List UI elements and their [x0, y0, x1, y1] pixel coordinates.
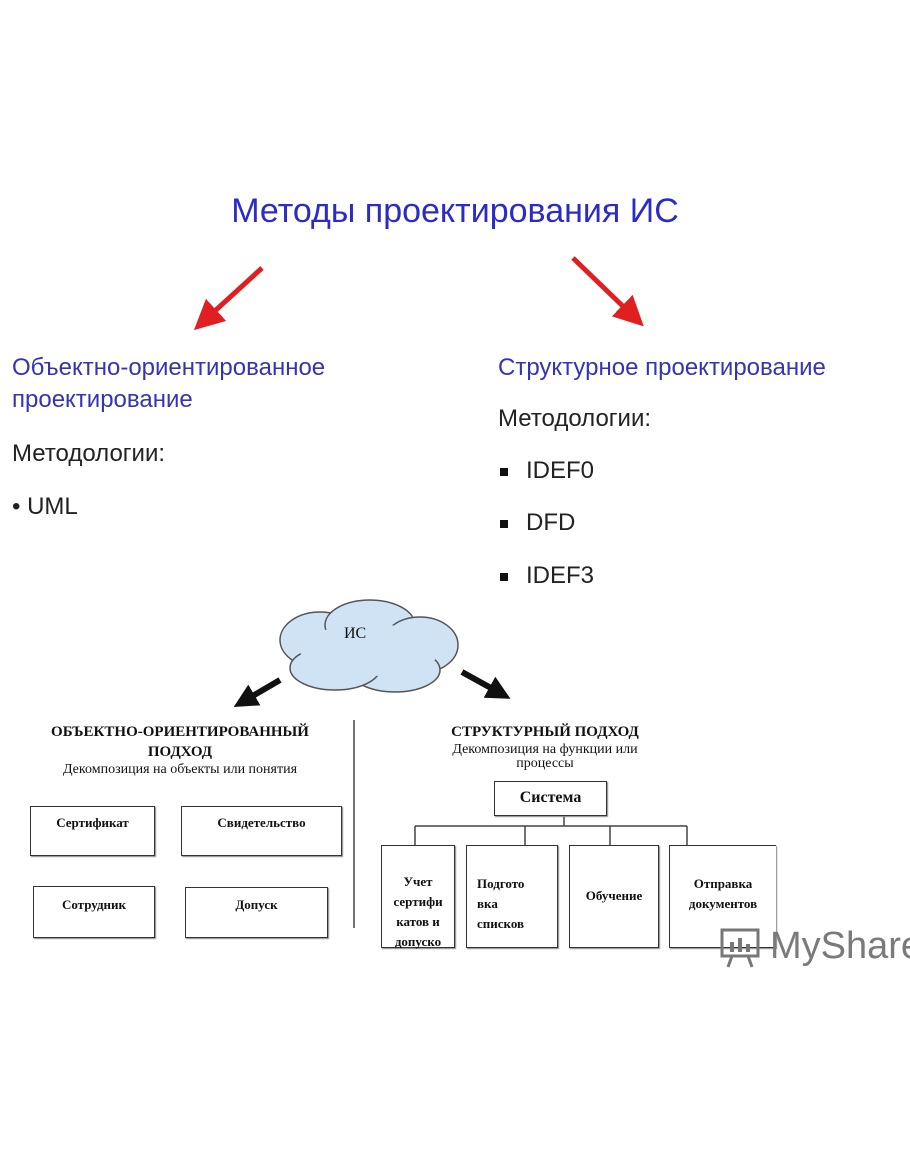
cloud-label: ИС: [344, 625, 367, 642]
structural-list-item: IDEF3: [500, 562, 594, 590]
structural-methodologies-label: Методологии:: [498, 405, 652, 432]
structural-list-item: DFD: [500, 509, 575, 537]
structural-design-heading: Структурное проектирование: [498, 354, 826, 381]
bullet-icon: [500, 519, 508, 528]
function-box: Учет сертифи катов и допуско: [381, 845, 455, 949]
structural-approach-subtitle-2: процессы: [516, 756, 574, 771]
oo-approach-subtitle: Декомпозиция на объекты или понятия: [62, 762, 298, 777]
oo-list-item: • UML: [12, 493, 78, 520]
bullet-icon: [500, 572, 508, 581]
object-box: Допуск: [185, 887, 328, 938]
function-box: Подгото вка списков: [466, 845, 558, 948]
oo-item-uml: UML: [27, 493, 78, 520]
oo-heading-line1: Объектно-ориентированное: [12, 354, 326, 381]
structural-approach-subtitle: Декомпозиция на функции или: [452, 742, 638, 757]
structural-approach-heading: СТРУКТУРНЫЙ ПОДХОД: [451, 724, 639, 740]
root-box: Система: [494, 781, 607, 816]
watermark: MyShare: [718, 925, 910, 968]
structural-list-item: IDEF0: [500, 457, 594, 485]
black-arrow-left: [233, 677, 282, 708]
function-box: Обучение: [569, 845, 659, 948]
tree-connectors: [414, 816, 688, 845]
bullet-icon: [500, 467, 508, 476]
red-arrow-right: [571, 256, 644, 327]
object-box: Сотрудник: [33, 886, 155, 938]
item-dfd: DFD: [526, 509, 576, 536]
oo-approach-heading-2: ПОДХОД: [147, 744, 213, 760]
presentation-logo-icon: [720, 928, 760, 968]
oo-heading-line2: проектирование: [12, 386, 193, 413]
black-arrow-right: [460, 669, 511, 699]
oo-approach: ОБЪЕКТНО-ОРИЕНТИРОВАННЫЙ ПОДХОД Декомпоз…: [10, 722, 350, 778]
item-idef3: IDEF3: [526, 562, 595, 589]
red-arrow-left: [193, 266, 264, 331]
structural-approach: СТРУКТУРНЫЙ ПОДХОД Декомпозиция на функц…: [395, 722, 695, 771]
item-idef0: IDEF0: [526, 457, 595, 484]
oo-methodologies-label: Методологии:: [12, 440, 166, 467]
object-box: Сертификат: [30, 806, 155, 856]
watermark-text: MyShare: [770, 925, 910, 967]
slide-title: Методы проектирования ИС: [231, 192, 679, 230]
object-box: Свидетельство: [181, 806, 342, 856]
oo-design-heading: Объектно-ориентированное проектирование: [12, 352, 325, 416]
oo-approach-heading: ОБЪЕКТНО-ОРИЕНТИРОВАННЫЙ: [51, 724, 309, 740]
